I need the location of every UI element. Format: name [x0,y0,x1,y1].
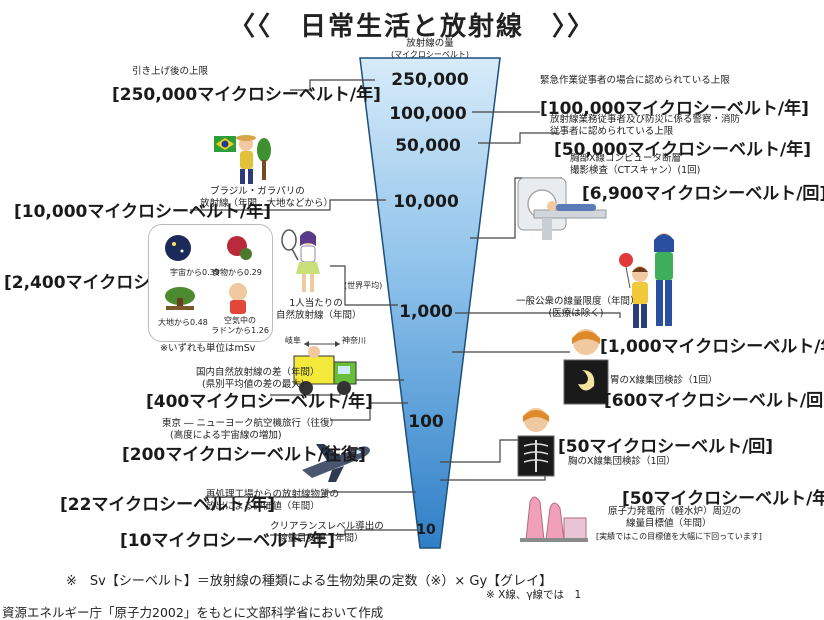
value-200: [200マイクロシーベルト/往復] [122,445,366,465]
label-natural-line2: 自然放射線（年間） [276,310,362,321]
tick-10000: 10,000 [393,192,459,212]
label-brazil: ブラジル・ガラパリの 放射線（年間、大地などから） [200,186,333,210]
label-limit-after-raise: 引き上げ後の上限 [132,66,209,77]
tick-1000: 1,000 [399,302,453,322]
footer-xray-note: ※ X線、γ線では 1 [486,589,582,601]
tennis-person-icon [281,229,320,292]
label-reprocessing-line2: 放出による評価値（年間） [206,501,320,512]
airplane-icon [302,444,370,482]
natural-sources-icons [165,235,252,314]
tick-250000: 250,000 [391,70,469,90]
leader-10 [270,529,418,536]
label-public-limit: 一般公衆の線量限度（年間） (医療は除く) [516,296,640,320]
chest-xray-icon [517,408,555,477]
truck-icon [293,346,357,395]
label-from-food: 食物から0.29 [212,268,262,277]
label-ct-scan: 胸部X線コンピュータ断層 撮影検査（CTスキャン）(1回) [570,153,700,177]
leader-50-exam [440,439,525,463]
label-from-ground: 大地から0.48 [158,318,208,327]
value-10: [10マイクロシーベルト/年] [120,531,336,551]
label-clearance: クリアランスレベル導出の 線量目安値（年間） [270,521,384,545]
leader-2400 [330,265,398,306]
label-domestic-diff: 国内自然放射線の差（年間） (県別平均値の差の最大) [196,367,320,391]
footer-source: 資源エネルギー庁「原子力2002」をもとに文部科学省において作成 [2,605,384,620]
tick-100000: 100,000 [389,104,467,124]
label-from-radon-line1: 空気中の [224,316,256,325]
label-plant-target: 原子力発電所（軽水炉）周辺の 線量目標値（年間） [608,506,741,530]
label-clearance-line1: クリアランスレベル導出の [270,521,384,532]
label-from-space: 宇宙から0.39 [170,268,220,277]
footer-definition: ※ Sv【シーベルト】＝放射線の種類による生物効果の定数（※）× Gy【グレイ】 [66,574,553,589]
ct-scanner-icon [517,177,607,240]
label-natural-line1: 1人当たりの [289,298,343,309]
value-1000: [1,000マイクロシーベルト/年] [600,337,824,357]
value-22: [22マイクロシーベルト/年] [60,495,276,515]
axis-header: 放射線の量 (マイクロシーベルト) [370,38,490,60]
leader-1000 [455,312,621,318]
label-emergency: 緊急作業従事者の場合に認められている上限 [540,75,730,86]
leader-250000 [290,79,375,91]
label-unit-msv: ※いずれも単位はmSv [160,343,256,354]
page-title: 〈〈 日常生活と放射線 〉〉 [228,12,595,42]
label-kanagawa: 神奈川 [342,336,366,345]
label-reprocessing: 再処理工場からの放射線物質の 放出による評価値（年間） [206,489,339,513]
brazil-person-icon [214,135,271,184]
value-6900: [6,900マイクロシーベルト/回] [582,184,824,204]
value-50000: [50,000マイクロシーベルト/年] [554,140,812,160]
label-public-line1: 一般公衆の線量限度（年間） [516,296,640,307]
label-workers: 放射線業務従事者及び防災に係る警察・消防 従事者に認められている上限 [550,114,740,138]
label-ct-line1: 胸部X線コンピュータ断層 [570,153,682,164]
label-flight-line2: (高度による宇宙線の増加) [170,430,282,441]
leader-200 [330,402,408,421]
tick-100: 100 [408,412,444,432]
label-public-line2: (医療は除く) [548,308,604,319]
label-reprocessing-line1: 再処理工場からの放射線物質の [206,489,340,500]
value-10000: [10,000マイクロシーベルト/年] [14,202,272,222]
label-natural-radiation: 1人当たりの 自然放射線（年間） [276,298,362,322]
label-world-average: (世界平均) [344,281,383,290]
label-plant-line2: 線量目標値（年間） [626,518,712,529]
value-400: [400マイクロシーベルト/年] [146,392,373,412]
leader-10000 [190,199,386,211]
label-domestic-diff-line2: (県別平均値の差の最大) [202,379,305,390]
label-from-radon: 空気中の ラドンから1.26 [210,316,270,336]
power-plant-icon [520,496,588,542]
label-workers-line2: 従事者に認められている上限 [550,126,674,137]
leader-22 [205,491,416,498]
value-50-exam: [50マイクロシーベルト/回] [558,437,774,457]
tick-50000: 50,000 [395,136,461,156]
label-flight-line1: 東京 ― ニューヨーク航空機旅行（往復） [162,418,340,429]
label-brazil-line2: 放射線（年間、大地などから） [200,198,334,209]
value-600: [600マイクロシーベルト/回] [604,391,824,411]
leader-50000 [478,132,560,144]
label-flight: 東京 ― ニューヨーク航空機旅行（往復） (高度による宇宙線の増加) [162,418,339,442]
axis-header-line1: 放射線の量 [406,38,454,49]
stomach-xray-icon [563,329,609,405]
children-icon [619,233,674,328]
label-plant-line1: 原子力発電所（軽水炉）周辺の [608,506,742,517]
label-clearance-line2: 線量目安値（年間） [278,533,364,544]
label-workers-line1: 放射線業務従事者及び防災に係る警察・消防 [550,114,741,125]
arrow-between-prefectures-icon [304,341,340,347]
label-chest-exam: 胸のX線集団検診（1回） [568,456,676,467]
funnel-shape [359,57,501,549]
label-from-radon-line2: ラドンから1.26 [211,326,269,335]
tick-10: 10 [416,522,436,538]
value-50-plant: [50マイクロシーベルト/年] [622,489,824,509]
value-100000: [100,000マイクロシーベルト/年] [540,99,809,119]
label-domestic-diff-line1: 国内自然放射線の差（年間） [196,367,320,378]
label-brazil-line1: ブラジル・ガラパリの [210,186,305,197]
axis-header-line2: (マイクロシーベルト) [390,50,470,59]
value-250000: [250,000マイクロシーベルト/年] [112,85,381,105]
label-ct-line2: 撮影検査（CTスキャン）(1回) [570,165,701,176]
label-stomach-exam: 胃のX線集団検診（1回） [610,375,718,386]
label-plant-actual: [実績ではこの目標値を大幅に下回っています] [596,532,762,541]
label-gifu: 岐阜 [285,336,301,345]
